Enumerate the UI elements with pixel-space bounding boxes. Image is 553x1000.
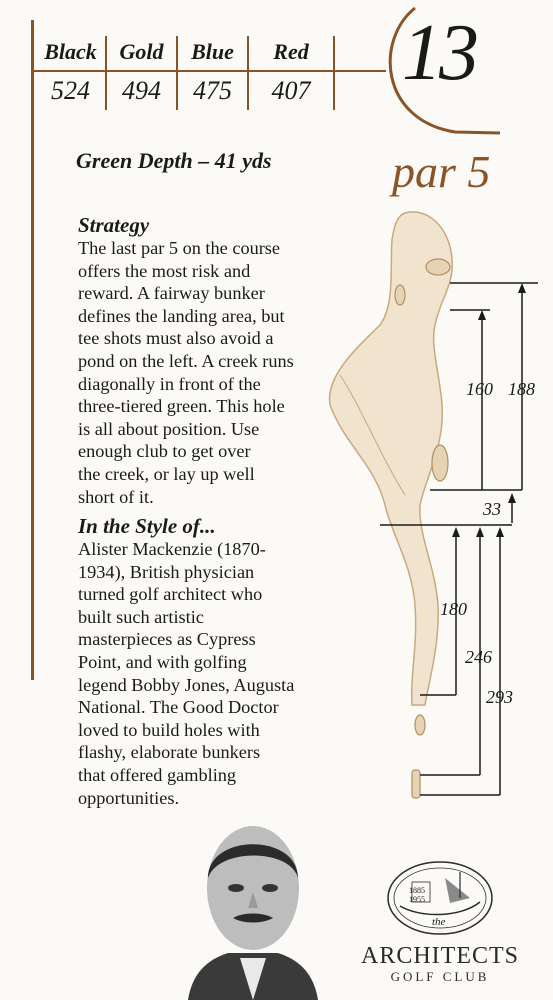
tee-yards: 524: [51, 76, 90, 105]
tee-black: Black 524: [36, 36, 107, 110]
accent-vertical-rule: [31, 20, 34, 680]
par-label: par 5: [392, 146, 491, 197]
bunker-shape: [394, 284, 406, 306]
green-depth: Green Depth – 41 yds: [76, 148, 272, 173]
accent-horizontal-rule: [31, 70, 386, 72]
strategy-section: Strategy The last par 5 on the course of…: [78, 214, 330, 508]
distance-label: 293: [486, 687, 513, 707]
logo-subtitle: GOLF CLUB: [390, 969, 490, 984]
tee-name: Gold: [119, 39, 164, 64]
architect-portrait: [178, 808, 328, 1000]
style-of-text: Alister Mackenzie (1870- 1934), British …: [78, 539, 295, 808]
bunker-shape: [431, 444, 449, 482]
hole-number-arc: [388, 6, 501, 135]
logo-name: ARCHITECTS: [360, 943, 519, 969]
distance-lines: [380, 282, 538, 796]
tee-red: Red 407: [249, 36, 335, 110]
green-shape: [425, 258, 451, 276]
tee-blue: Blue 475: [178, 36, 249, 110]
distance-label: 33: [482, 499, 501, 519]
distance-label: 180: [440, 599, 467, 619]
creek-line: [339, 374, 406, 496]
tee-box-shape: [414, 714, 426, 736]
style-of-section: In the Style of... Alister Mackenzie (18…: [78, 515, 346, 809]
club-crest-icon: [387, 861, 493, 935]
tee-box-shape: [411, 769, 421, 799]
tee-name: Red: [273, 39, 309, 64]
distance-label: 188: [508, 379, 535, 399]
fairway-shape: [328, 211, 453, 706]
logo-the: the: [432, 916, 446, 928]
distance-label: 246: [465, 647, 492, 667]
strategy-text: The last par 5 on the course offers the …: [78, 238, 294, 507]
tee-yards: 407: [271, 76, 311, 105]
tee-gold: Gold 494: [107, 36, 178, 110]
hole-diagram: 160 188 33 180 246 293: [328, 211, 538, 799]
tee-name: Black: [44, 39, 97, 64]
tee-name: Blue: [191, 39, 234, 64]
strategy-heading: Strategy: [78, 213, 150, 237]
hole-number: 13: [402, 9, 479, 97]
distance-label: 160: [466, 379, 493, 399]
tee-yards: 475: [193, 76, 232, 105]
tee-yardage-table: Black 524 Gold 494 Blue 475 Red 407: [36, 36, 335, 110]
style-of-heading: In the Style of...: [78, 514, 216, 538]
bunkers: [394, 258, 451, 799]
tee-yards: 494: [122, 76, 161, 105]
distance-arrowheads: [452, 283, 526, 537]
